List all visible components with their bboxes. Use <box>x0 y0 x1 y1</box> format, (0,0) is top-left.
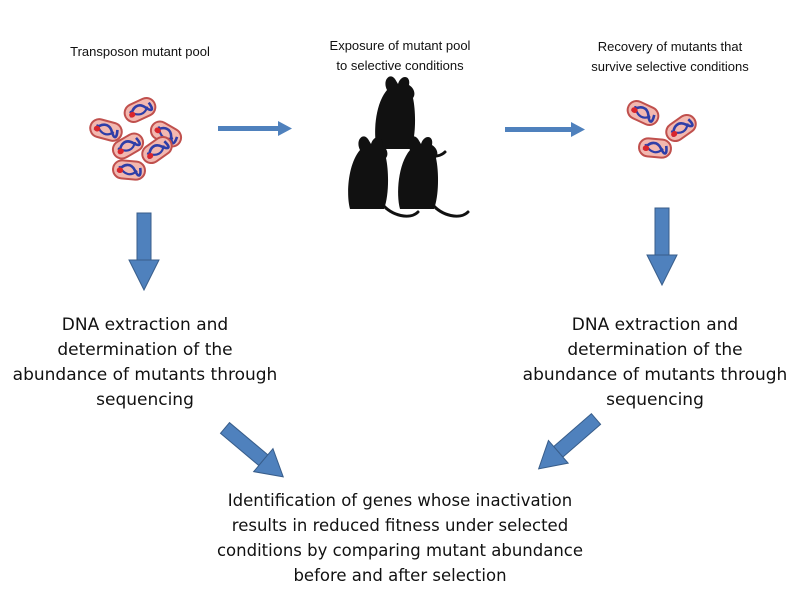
step-identification-line: results in reduced fitness under selecte… <box>231 516 569 535</box>
step-recovery-line: survive selective conditions <box>591 59 749 74</box>
bacteria-cluster-icon <box>623 96 701 160</box>
step-identification-label: Identification of genes whose inactivati… <box>205 488 595 588</box>
step-extraction-left-line: DNA extraction and <box>61 315 229 335</box>
step-extraction-right-line: determination of the <box>567 340 743 360</box>
step-identification-line: before and after selection <box>293 566 507 585</box>
arrow-down-left-icon <box>537 413 602 470</box>
step-exposure-line: Exposure of mutant pool <box>329 38 471 53</box>
step-identification-line: Identification of genes whose inactivati… <box>227 491 573 510</box>
step-recovery-label: Recovery of mutants that survive selecti… <box>555 37 785 77</box>
step-identification-line: conditions by comparing mutant abundance <box>216 541 584 560</box>
step-extraction-right-line: abundance of mutants through <box>522 365 788 385</box>
arrow-right-icon <box>505 122 585 137</box>
step-extraction-left-label: DNA extraction and determination of the … <box>10 313 280 413</box>
step-extraction-left-line: determination of the <box>57 340 233 360</box>
arrow-down-icon <box>128 212 160 292</box>
step-extraction-right-label: DNA extraction and determination of the … <box>515 313 795 413</box>
step-extraction-right-line: DNA extraction and <box>571 315 739 335</box>
arrow-right-icon <box>218 121 292 136</box>
step-recovery-line: Recovery of mutants that <box>597 39 743 54</box>
step-extraction-left-line: abundance of mutants through <box>12 365 278 385</box>
bacteria-cluster-icon <box>86 93 186 182</box>
arrow-down-right-icon <box>219 421 284 478</box>
step-exposure-line: to selective conditions <box>336 58 464 73</box>
arrow-down-icon <box>646 207 678 287</box>
step-exposure-label: Exposure of mutant pool to selective con… <box>290 36 510 76</box>
step-pool-line: Transposon mutant pool <box>70 44 210 59</box>
step-extraction-left-line: sequencing <box>96 390 194 410</box>
step-extraction-right-line: sequencing <box>606 390 704 410</box>
step-pool-label: Transposon mutant pool <box>40 42 240 62</box>
